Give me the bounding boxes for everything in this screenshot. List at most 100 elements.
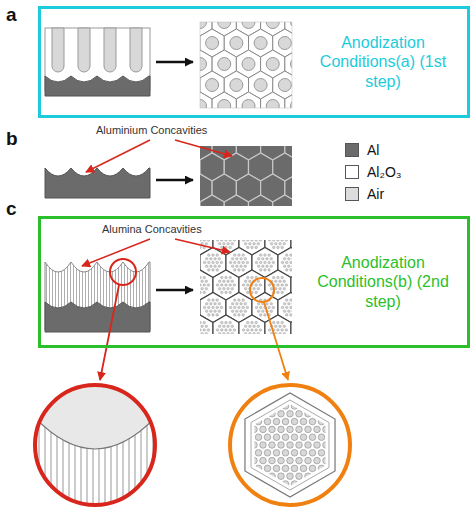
illustration-part: [207, 269, 210, 272]
illustration-part: [259, 306, 262, 309]
illustration-part: [272, 321, 275, 324]
illustration-part: [285, 269, 288, 272]
illustration-part: [251, 426, 258, 433]
illustration-part: [332, 411, 339, 418]
illustration-part: [207, 329, 210, 332]
illustration-part: [290, 269, 292, 272]
illustration-part: [327, 434, 334, 441]
illustration-part: [281, 240, 284, 241]
illustration-part: [207, 314, 210, 317]
illustration-part: [281, 329, 284, 332]
illustration-part: [203, 306, 206, 309]
illustration-part: [156, 179, 193, 182]
illustration-part: [212, 92, 236, 108]
illustration-part: [244, 280, 247, 283]
illustration-part: [220, 306, 223, 309]
illustration-part: [207, 299, 210, 302]
illustration-part: [257, 287, 260, 290]
illustration-part: [255, 261, 258, 264]
illustration-part: [238, 299, 241, 302]
illustration-part: [264, 450, 271, 457]
illustration-part: [269, 395, 276, 402]
illustration-part: [288, 265, 291, 268]
illustration-part: [336, 434, 343, 441]
illustration-part: [236, 310, 239, 313]
illustration-part: [255, 306, 258, 309]
illustration-part: [254, 79, 267, 92]
illustration-part: [281, 321, 284, 324]
illustration-part: [323, 442, 330, 449]
illustration-part: [269, 426, 276, 433]
illustration-part: [273, 195, 292, 206]
illustration-part: [244, 265, 247, 268]
illustration-part: [104, 28, 116, 72]
illustration-part: [233, 329, 236, 332]
illustration-part: [246, 418, 253, 425]
illustration-part: [260, 442, 267, 449]
illustration-part: [223, 280, 226, 283]
illustration-part: [327, 465, 334, 472]
illustration-part: [214, 265, 217, 268]
illustration-part: [205, 258, 208, 261]
illustration-part: [206, 37, 219, 50]
illustration-part: [216, 306, 219, 309]
illustration-part: [242, 22, 255, 29]
illustration-part: [200, 92, 212, 108]
illustration-part: [268, 240, 271, 241]
illustration-part: [268, 306, 271, 309]
illustration-part: [253, 287, 256, 290]
illustration-part: [207, 254, 210, 257]
illustration-part: [200, 276, 201, 279]
illustration-part: [242, 329, 245, 332]
illustration-part: [275, 242, 278, 245]
illustration-part: [285, 92, 292, 108]
illustration-part: [200, 284, 201, 287]
illustration-part: [323, 473, 330, 480]
illustration-part: [224, 195, 248, 206]
illustration-part: [244, 258, 247, 261]
illustration-part: [282, 481, 289, 488]
illustration-part: [264, 465, 271, 472]
illustration-part: [255, 450, 262, 457]
illustration-part: [205, 265, 208, 268]
illustration-part: [45, 302, 150, 332]
illustration-part: [341, 489, 348, 496]
illustration-part: [227, 287, 230, 290]
illustration-part: [275, 325, 278, 328]
illustration-part: [318, 450, 325, 457]
illustration-part: [287, 395, 294, 402]
illustration-part: [28, 380, 162, 510]
illustration-part: [229, 291, 232, 294]
illustration-part: [283, 332, 286, 334]
illustration-part: [272, 261, 275, 264]
illustration-part: [305, 395, 312, 402]
illustration-part: [255, 465, 262, 472]
illustration-part: [212, 299, 215, 302]
illustration-part: [255, 284, 258, 287]
illustration-part: [238, 254, 241, 257]
illustration-part: [278, 79, 291, 92]
illustration-part: [229, 240, 232, 241]
illustration-part: [218, 265, 221, 268]
illustration-part: [264, 434, 271, 441]
illustration-part: [287, 442, 294, 449]
illustration-part: [318, 403, 325, 410]
illustration-part: [236, 258, 239, 261]
illustration-part: [237, 450, 244, 457]
illustration-part: [309, 434, 316, 441]
illustration-part: [255, 418, 262, 425]
illustration-part: [231, 332, 234, 334]
illustration-part: [238, 261, 241, 264]
illustration-part: [223, 325, 226, 328]
illustration-part: [251, 473, 258, 480]
illustration-part: [225, 329, 228, 332]
callout-label: Aluminium Concavities: [96, 124, 207, 136]
illustration-part: [277, 240, 280, 241]
illustration-part: [100, 285, 119, 380]
illustration-part: [290, 314, 292, 317]
illustration-part: [205, 310, 208, 313]
illustration-part: [257, 310, 260, 313]
illustration-part: [227, 332, 230, 334]
illustration-part: [249, 195, 273, 206]
illustration-part: [225, 276, 228, 279]
